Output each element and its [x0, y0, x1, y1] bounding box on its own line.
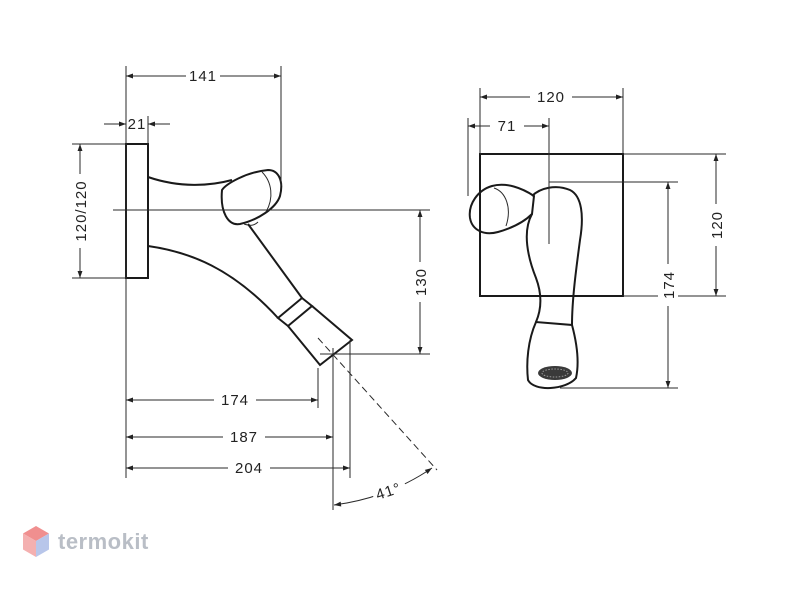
watermark-text: termokit — [58, 529, 149, 554]
dim-side-130: 130 — [413, 268, 430, 296]
side-spout-end — [287, 305, 354, 367]
dim-side-141: 141 — [189, 68, 217, 85]
dim-side-187: 187 — [230, 429, 258, 446]
cube-logo-icon — [23, 526, 49, 557]
front-spout-tip — [526, 320, 579, 389]
front-wall-plate — [479, 153, 624, 297]
termokit-logo: termokit — [22, 525, 149, 559]
side-wall-plate — [125, 143, 149, 279]
dim-side-21: 21 — [128, 116, 147, 133]
side-spout-band — [276, 296, 314, 328]
dim-front-174: 174 — [661, 271, 678, 299]
dim-front-120-width: 120 — [537, 89, 565, 106]
front-aerator-icon — [538, 366, 572, 380]
dim-front-71: 71 — [498, 118, 517, 135]
side-lever-head — [220, 168, 283, 226]
dim-side-174: 174 — [221, 392, 249, 409]
front-view: 120 71 120 174 — [467, 87, 726, 389]
dim-front-120-height: 120 — [709, 211, 726, 239]
dim-side-120-120: 120/120 — [73, 180, 90, 241]
side-view: 141 21 120/120 130 174 187 204 41° — [70, 66, 438, 510]
front-spout-body — [531, 186, 583, 326]
front-lever-head — [468, 183, 536, 235]
dim-side-204: 204 — [235, 460, 263, 477]
side-spout-body — [147, 176, 233, 186]
